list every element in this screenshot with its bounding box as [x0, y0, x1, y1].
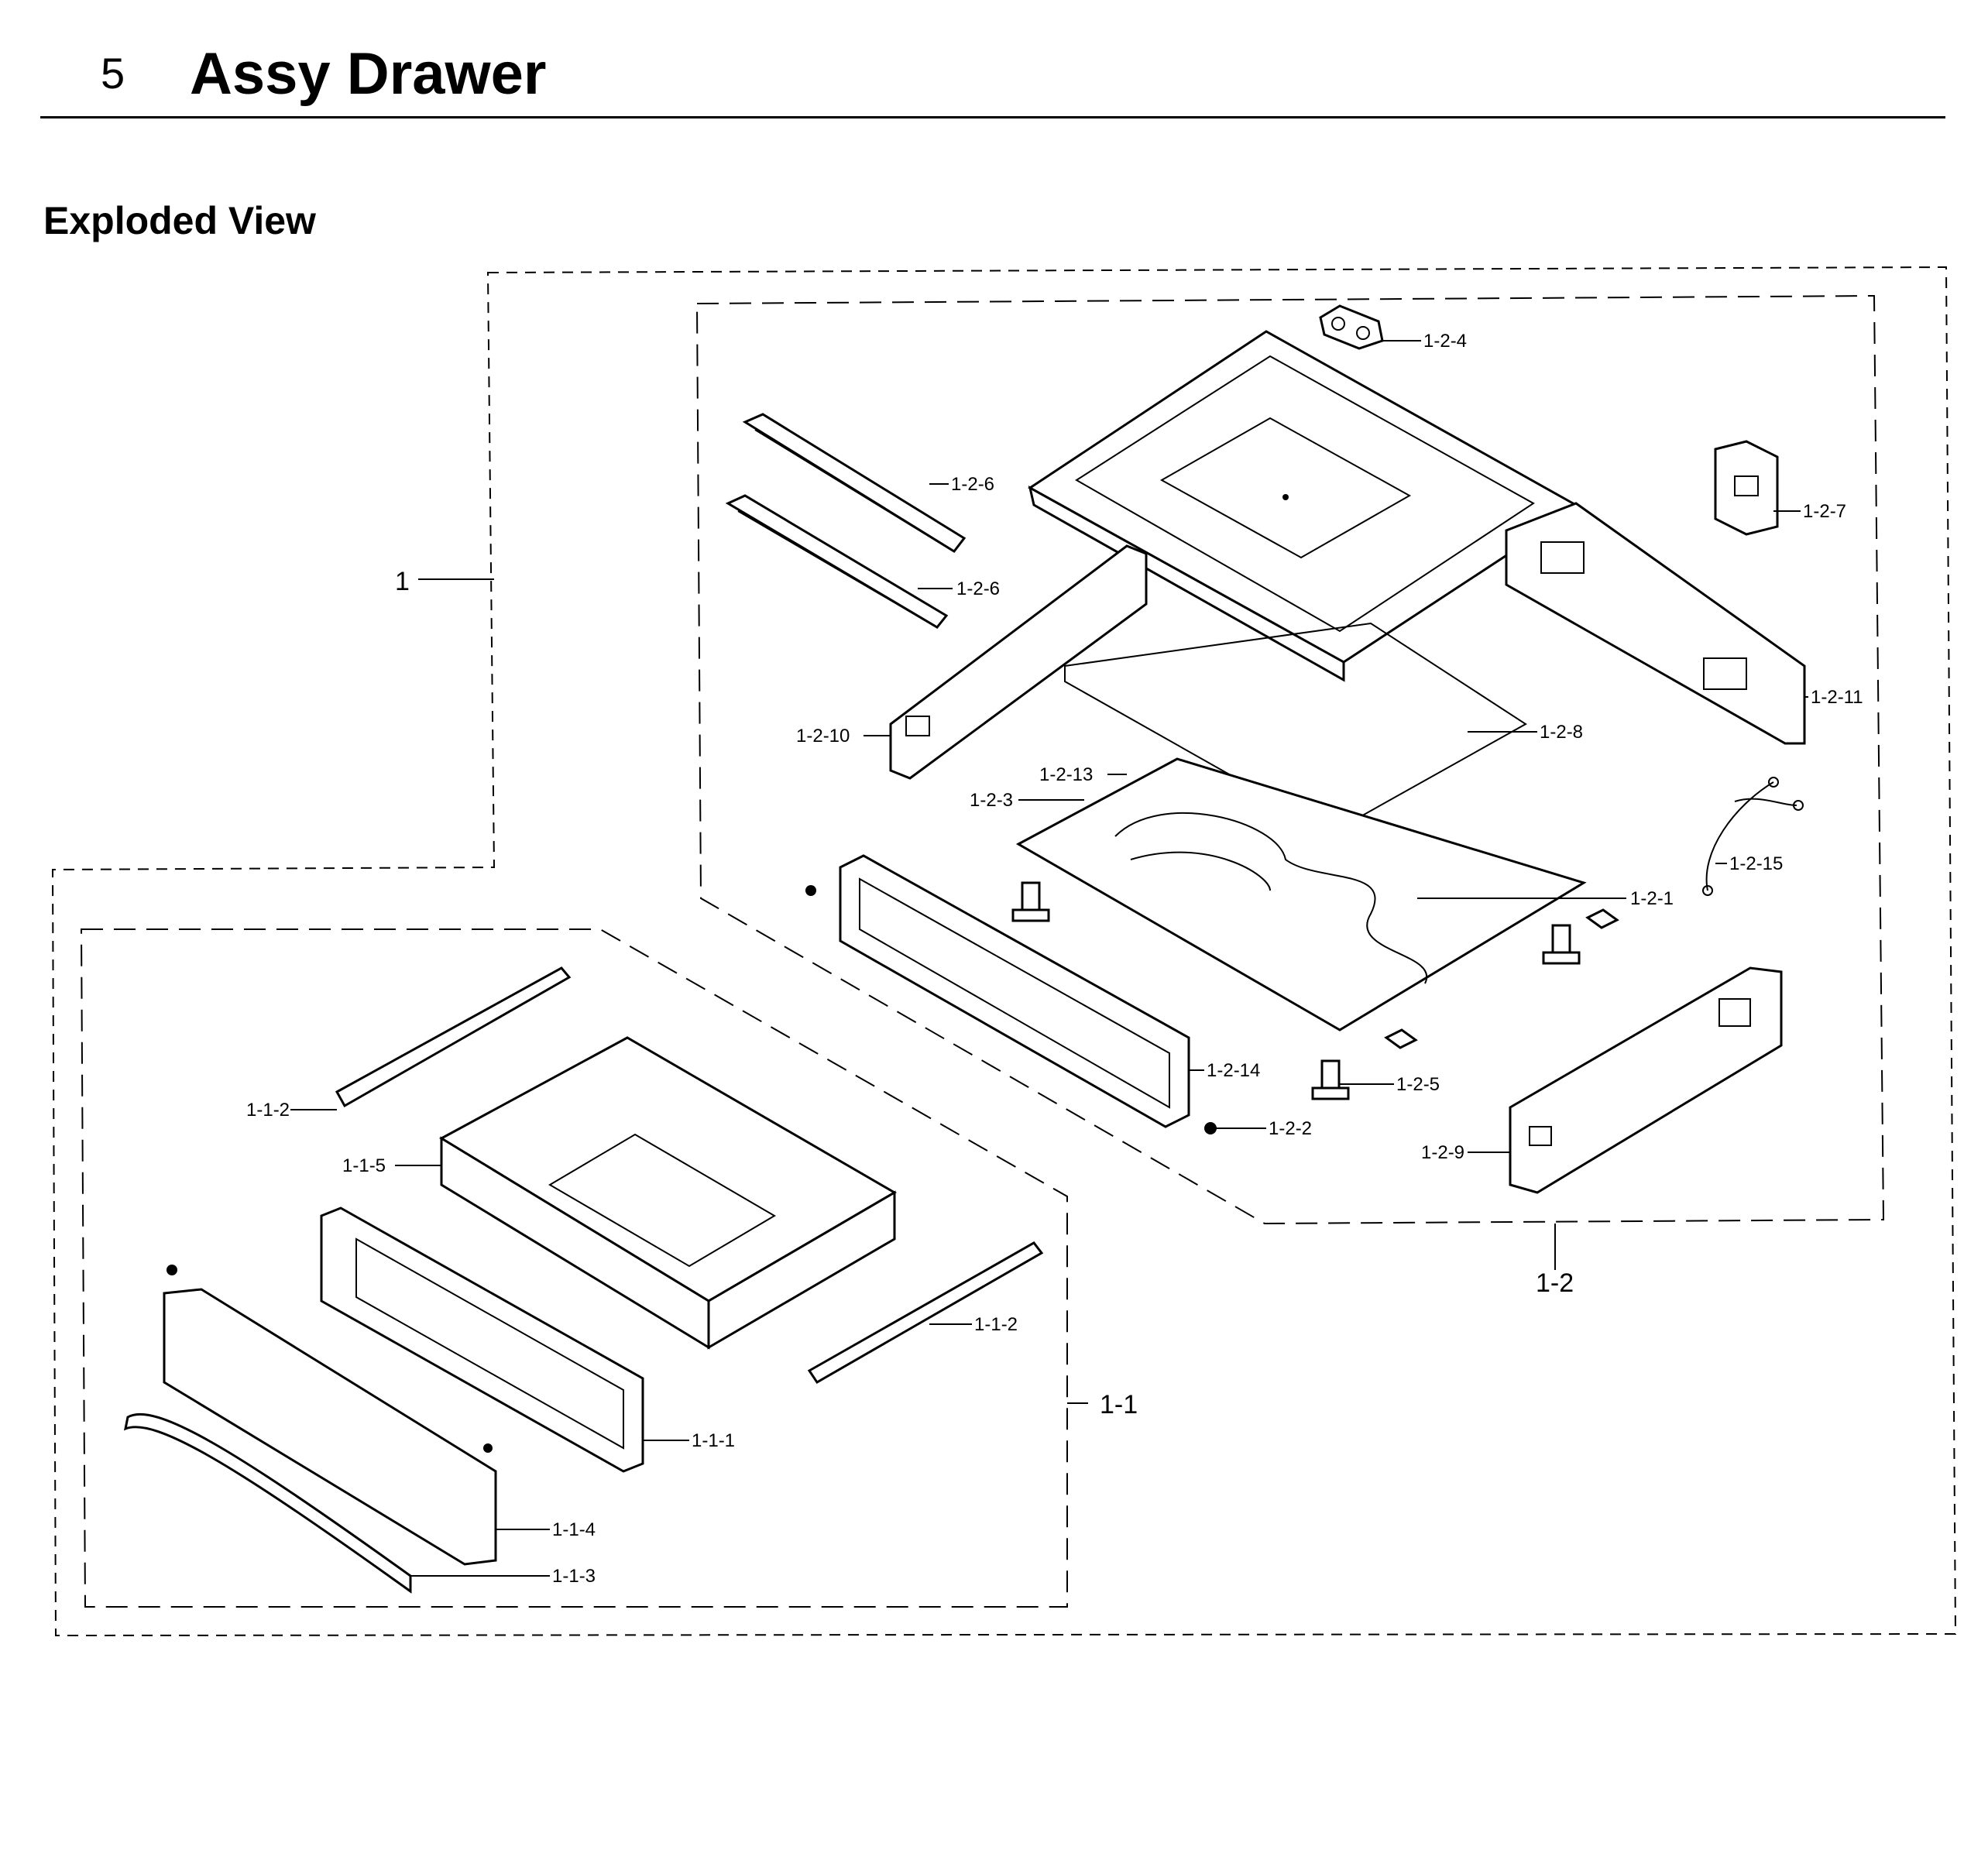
side-panel-1-2-11 — [1505, 502, 1806, 745]
callout-1-2-11: 1-2-11 — [1811, 687, 1863, 708]
callout-1-2-1: 1-2-1 — [1630, 888, 1674, 909]
title-divider — [40, 116, 1945, 118]
callout-1-1-1: 1-1-1 — [692, 1430, 735, 1451]
section-number: 5 — [101, 49, 125, 98]
wire-1-2-15 — [1702, 777, 1804, 896]
callout-1-2-6-a: 1-2-6 — [951, 474, 994, 495]
assembly-1-1-boundary — [80, 928, 1068, 1608]
drawer-front-1-1-4 — [163, 1265, 497, 1566]
callout-1-2-13: 1-2-13 — [1039, 764, 1093, 785]
drawer-frame-1-1-1 — [320, 1206, 644, 1473]
side-panel-1-2-10 — [889, 544, 1148, 780]
front-frame-1-2-14 — [839, 854, 1190, 1128]
callout-1-2: 1-2 — [1536, 1268, 1574, 1298]
bracket-1-2-7 — [1714, 440, 1779, 536]
callout-1-2-4: 1-2-4 — [1423, 331, 1467, 352]
callout-1-1: 1-1 — [1100, 1390, 1138, 1419]
callout-1-2-15: 1-2-15 — [1729, 853, 1783, 874]
callout-1-2-2: 1-2-2 — [1269, 1118, 1312, 1139]
leg-1-2-5-b — [1542, 924, 1581, 965]
slide-rail-1-1-2-left — [335, 966, 572, 1108]
pad-a — [1585, 908, 1619, 929]
leader-lines — [290, 340, 1808, 1577]
handle-1-1-3 — [123, 1412, 412, 1594]
callout-1-2-7: 1-2-7 — [1803, 501, 1846, 522]
drawer-pan-1-1-5 — [438, 1036, 897, 1350]
callout-1-2-3: 1-2-3 — [970, 790, 1013, 811]
callout-1-1-4: 1-1-4 — [552, 1519, 596, 1540]
callout-1-2-5: 1-2-5 — [1396, 1074, 1440, 1095]
exploded-view-heading: Exploded View — [43, 199, 316, 242]
callout-1-1-5: 1-1-5 — [342, 1155, 386, 1176]
side-panel-1-2-9 — [1509, 966, 1783, 1194]
assembly-1-boundary — [51, 266, 1957, 1637]
callout-1-2-8: 1-2-8 — [1540, 722, 1583, 743]
leg-1-2-5-c — [1311, 1059, 1350, 1100]
gasket-1-2-4 — [1319, 304, 1384, 350]
pad-b — [1384, 1028, 1418, 1049]
panel-1-2-8 — [1064, 622, 1527, 834]
base-pan-1-2-1 — [1015, 757, 1587, 1031]
screw-1-2-2-a — [805, 885, 816, 896]
callout-1: 1 — [395, 567, 410, 596]
callout-1-2-6-b: 1-2-6 — [956, 578, 1000, 599]
callout-1-1-2-a: 1-1-2 — [246, 1100, 290, 1121]
callout-1-2-14: 1-2-14 — [1207, 1060, 1260, 1081]
callout-1-1-2-b: 1-1-2 — [974, 1314, 1018, 1335]
page-title: Assy Drawer — [190, 41, 547, 107]
rail-1-2-6-upper — [742, 413, 967, 553]
leg-1-2-5-a — [1011, 881, 1050, 922]
slide-rail-1-1-2-right — [807, 1241, 1044, 1385]
screw-1-2-2-b — [1204, 1122, 1217, 1134]
callout-1-1-3: 1-1-3 — [552, 1566, 596, 1587]
assembly-1-2-boundary — [695, 294, 1885, 1225]
rail-1-2-6-lower — [725, 494, 949, 629]
callout-1-2-9: 1-2-9 — [1421, 1142, 1464, 1163]
callout-1-2-10: 1-2-10 — [796, 726, 850, 747]
